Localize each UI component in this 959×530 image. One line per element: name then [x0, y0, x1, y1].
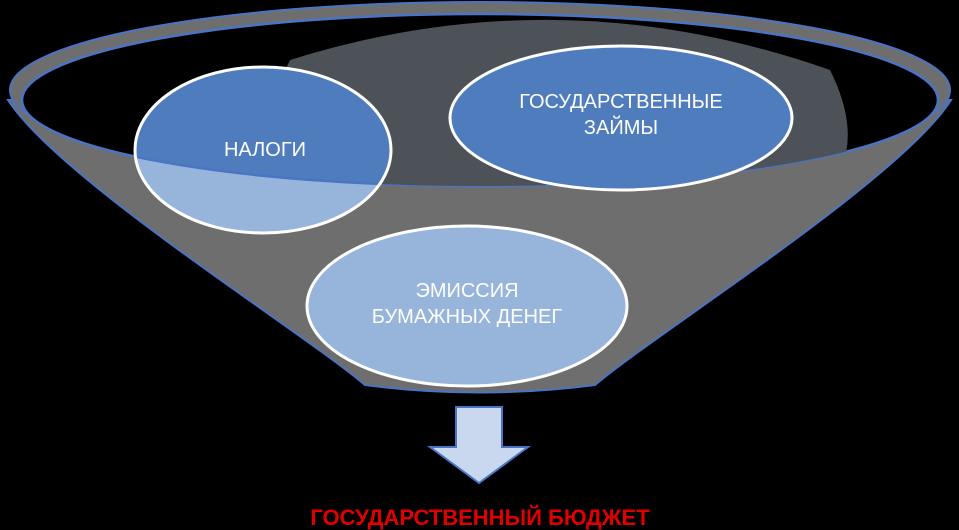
- node-taxes-label: НАЛОГИ: [224, 139, 306, 161]
- node-loans-label-line2: ЗАЙМЫ: [584, 115, 658, 139]
- node-emission-label-line2: БУМАЖНЫХ ДЕНЕГ: [372, 306, 563, 328]
- node-emission-label-line1: ЭМИССИЯ: [415, 280, 518, 302]
- node-loans: ГОСУДАРСТВЕННЫЕ ЗАЙМЫ: [448, 44, 794, 192]
- node-loans-label-line1: ГОСУДАРСТВЕННЫЕ: [519, 91, 722, 113]
- arrow-down-icon: [426, 406, 532, 485]
- result-label: ГОСУДАРСТВЕННЫЙ БЮДЖЕТ: [310, 505, 650, 530]
- node-emission: ЭМИССИЯ БУМАЖНЫХ ДЕНЕГ: [305, 224, 629, 388]
- node-taxes: НАЛОГИ: [133, 65, 393, 235]
